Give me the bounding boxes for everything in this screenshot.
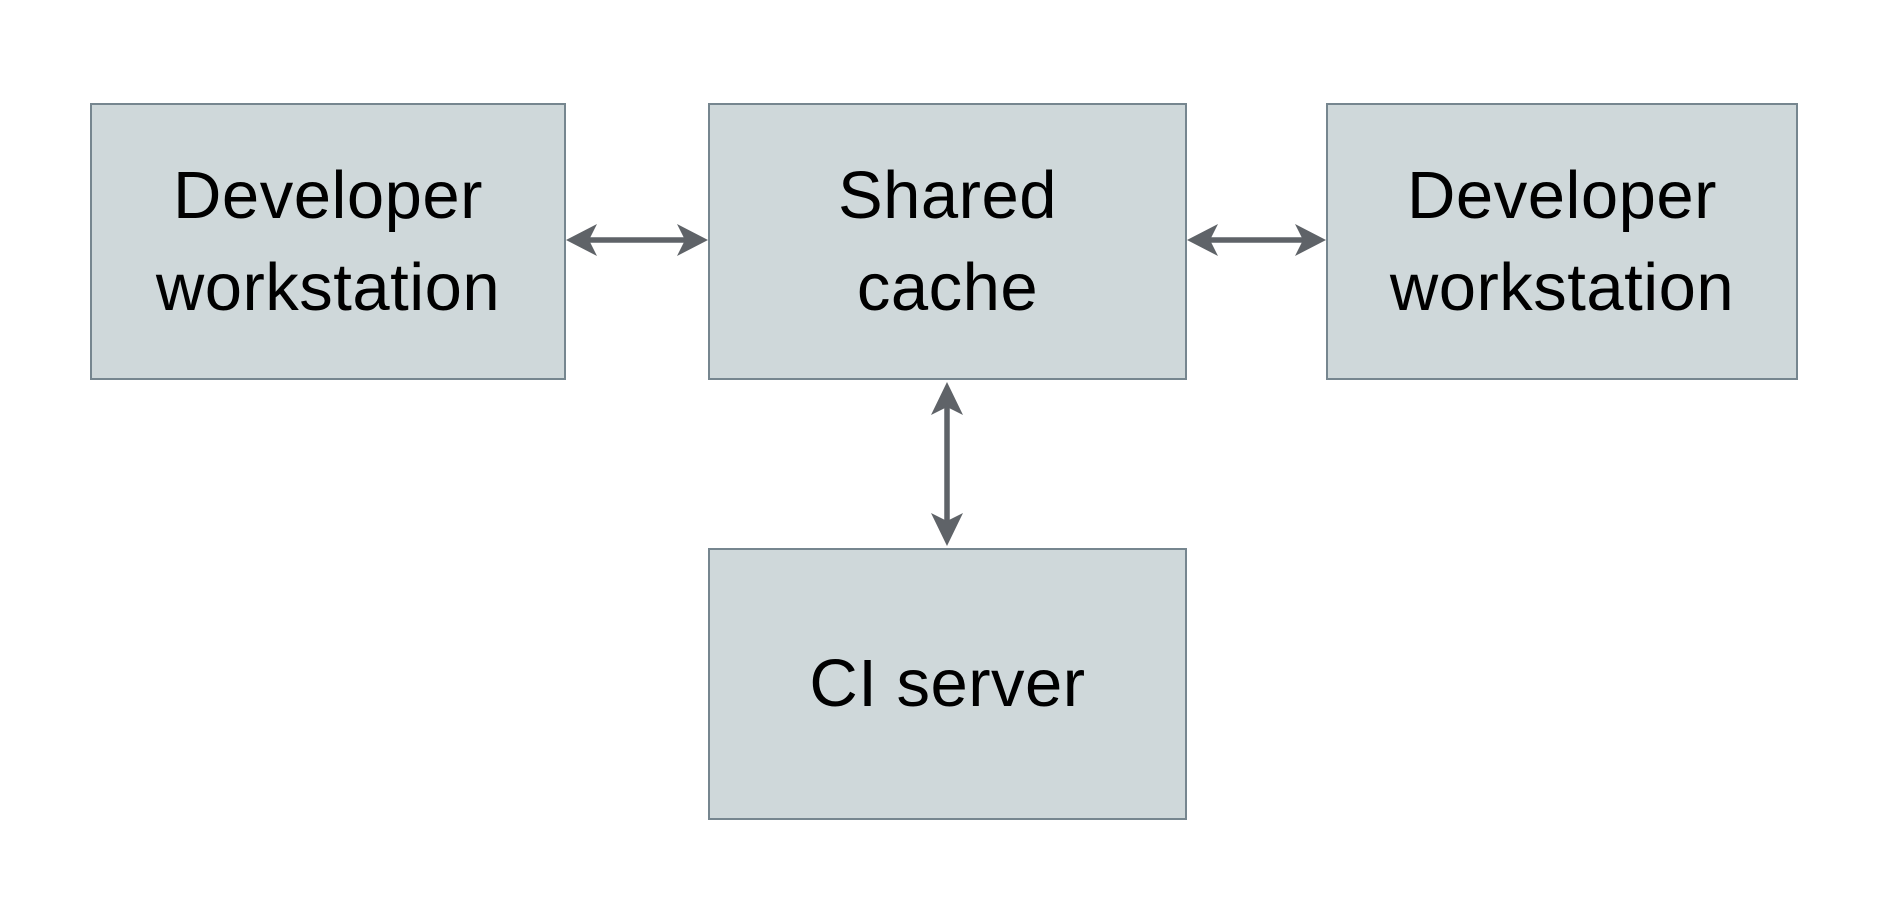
node-label-ci-server: CI server: [809, 646, 1086, 721]
bidirectional-arrow-left-workstation-to-cache: [566, 218, 708, 262]
node-label-shared-cache: Shared cache: [837, 157, 1058, 325]
node-shared-cache: Shared cache: [708, 103, 1187, 380]
bidirectional-arrow-cache-to-ci-server: [925, 382, 969, 546]
bidirectional-arrow-cache-to-right-workstation: [1187, 218, 1326, 262]
node-label-developer-workstation-left: Developer workstation: [155, 157, 501, 325]
node-developer-workstation-left: Developer workstation: [90, 103, 566, 380]
node-ci-server: CI server: [708, 548, 1187, 820]
node-developer-workstation-right: Developer workstation: [1326, 103, 1798, 380]
node-label-developer-workstation-right: Developer workstation: [1389, 157, 1735, 325]
